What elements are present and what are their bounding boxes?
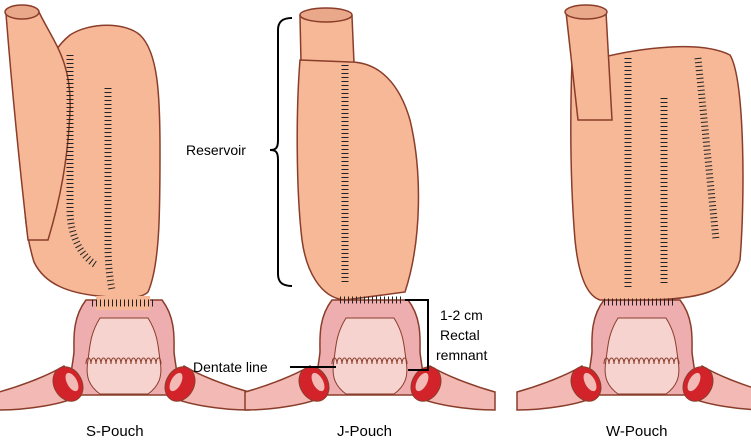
w-pouch-ileum-opening xyxy=(564,4,608,20)
caption-s-pouch: S-Pouch xyxy=(86,423,144,440)
label-remnant: remnant xyxy=(436,347,487,363)
j-pouch-ileum-opening xyxy=(299,7,353,23)
label-cuff-length: 1-2 cm xyxy=(440,307,483,323)
s-pouch-ileum-opening xyxy=(4,4,40,20)
s-pouch-staples-2 xyxy=(104,88,116,291)
w-pouch-reservoir xyxy=(570,45,744,301)
label-rectal: Rectal xyxy=(440,327,480,343)
caption-w-pouch: W-Pouch xyxy=(606,423,667,440)
j-pouch-reservoir xyxy=(296,59,420,301)
s-pouch-staples-1 xyxy=(66,55,99,268)
label-reservoir: Reservoir xyxy=(186,142,246,158)
reservoir-bracket xyxy=(269,17,293,287)
caption-j-pouch: J-Pouch xyxy=(337,423,392,440)
rectal-remnant-bracket xyxy=(405,299,429,371)
j-pouch xyxy=(244,7,496,411)
s-pouch-ileum xyxy=(5,9,71,241)
s-pouch xyxy=(0,4,250,411)
label-dentate-line: Dentate line xyxy=(193,359,268,375)
w-pouch-staples-3 xyxy=(694,57,720,241)
w-pouch xyxy=(516,4,751,411)
